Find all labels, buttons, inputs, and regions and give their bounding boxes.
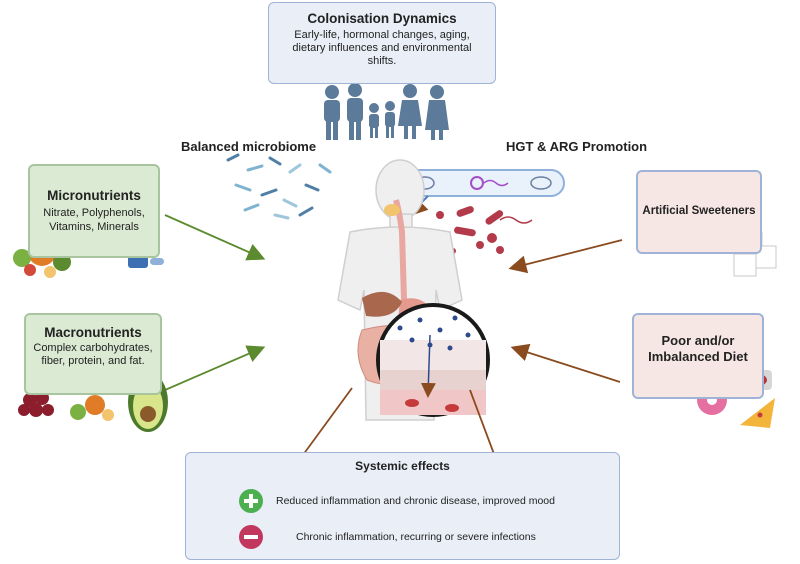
negative-effect-text: Chronic inflammation, recurring or sever… (296, 531, 536, 543)
arrow-macronutrients (164, 345, 266, 391)
poor-diet-title: Poor and/or Imbalanced Diet (648, 333, 748, 364)
gut-lining-zoom (376, 303, 490, 417)
micronutrients-box: Micronutrients Nitrate, Polyphenols, Vit… (28, 164, 160, 258)
plus-icon (239, 489, 263, 513)
colonisation-box: Colonisation Dynamics Early-life, hormon… (268, 2, 496, 84)
minus-icon (239, 525, 263, 549)
sweeteners-title: Artificial Sweeteners (642, 205, 756, 217)
balanced-microbiome-label: Balanced microbiome (181, 139, 317, 154)
sweeteners-box: Artificial Sweeteners (636, 170, 762, 254)
colonisation-text: Early-life, hormonal changes, aging, die… (292, 29, 472, 67)
family-icon (324, 83, 449, 140)
micronutrients-title: Micronutrients (47, 188, 141, 203)
macronutrients-title: Macronutrients (44, 325, 142, 340)
poor-diet-box: Poor and/or Imbalanced Diet (632, 313, 764, 399)
macronutrients-text: Complex carbohydrates, fiber, protein, a… (33, 342, 153, 367)
colonisation-title: Colonisation Dynamics (307, 11, 457, 26)
arrow-micronutrients (164, 214, 266, 261)
arrow-sweeteners (508, 239, 623, 274)
macronutrients-box: Macronutrients Complex carbohydrates, fi… (24, 313, 162, 395)
micronutrients-text: Nitrate, Polyphenols, Vitamins, Minerals (43, 207, 145, 233)
bacteria-cluster-icon (226, 153, 332, 220)
arrow-poor-diet (510, 343, 621, 383)
hgt-arg-label: HGT & ARG Promotion (506, 139, 648, 154)
vegetables-bowl-icon (70, 395, 114, 421)
positive-effect-text: Reduced inflammation and chronic disease… (276, 495, 555, 507)
systemic-title: Systemic effects (355, 459, 450, 473)
pizza-icon (740, 398, 775, 428)
